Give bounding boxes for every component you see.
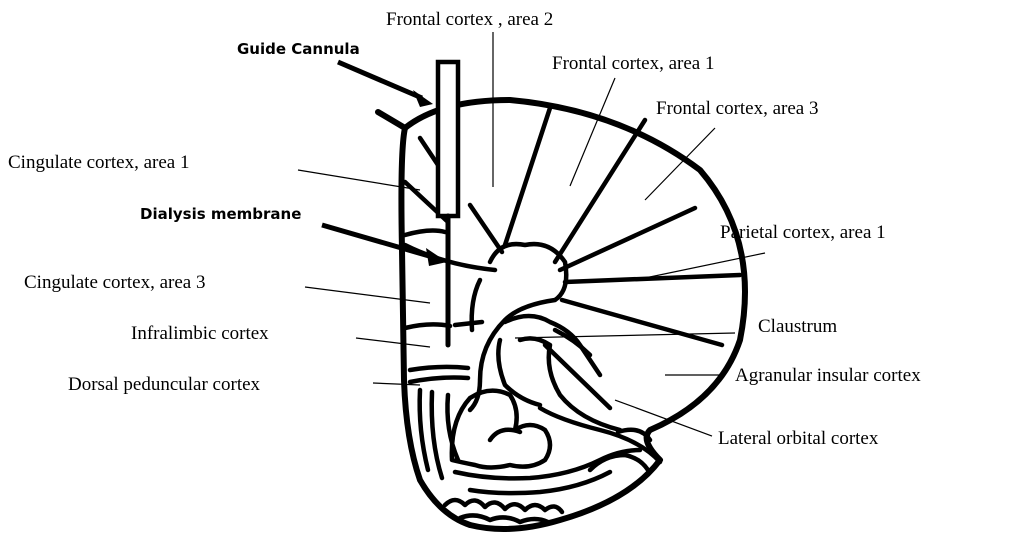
label-infralimbic-cortex: Infralimbic cortex [131, 323, 269, 344]
dialysis-membrane-arrowhead [426, 248, 447, 266]
guide-cannula [438, 62, 458, 216]
arrows [322, 62, 447, 266]
label-claustrum: Claustrum [758, 316, 837, 337]
label-cingulate-cortex-area3: Cingulate cortex, area 3 [24, 272, 205, 293]
label-guide-cannula: Guide Cannula [237, 40, 360, 58]
guide-cannula-arrowhead [413, 90, 433, 107]
label-frontal-cortex-area2: Frontal cortex , area 2 [386, 9, 553, 30]
label-dialysis-membrane: Dialysis membrane [140, 205, 301, 223]
labels: Frontal cortex , area 2 Frontal cortex, … [8, 9, 921, 449]
label-agranular-insular-cortex: Agranular insular cortex [735, 365, 921, 386]
label-dorsal-peduncular-cortex: Dorsal peduncular cortex [68, 374, 261, 395]
probe [438, 62, 458, 345]
label-frontal-cortex-area3: Frontal cortex, area 3 [656, 98, 818, 119]
label-frontal-cortex-area1: Frontal cortex, area 1 [552, 53, 714, 74]
inner-structures [470, 244, 660, 462]
label-cingulate-cortex-area1: Cingulate cortex, area 1 [8, 152, 189, 173]
label-parietal-cortex-area1: Parietal cortex, area 1 [720, 222, 886, 243]
brain-outline [378, 100, 745, 529]
ventral-structures [420, 390, 648, 522]
leader-lines [298, 32, 765, 436]
label-lateral-orbital-cortex: Lateral orbital cortex [718, 428, 879, 449]
